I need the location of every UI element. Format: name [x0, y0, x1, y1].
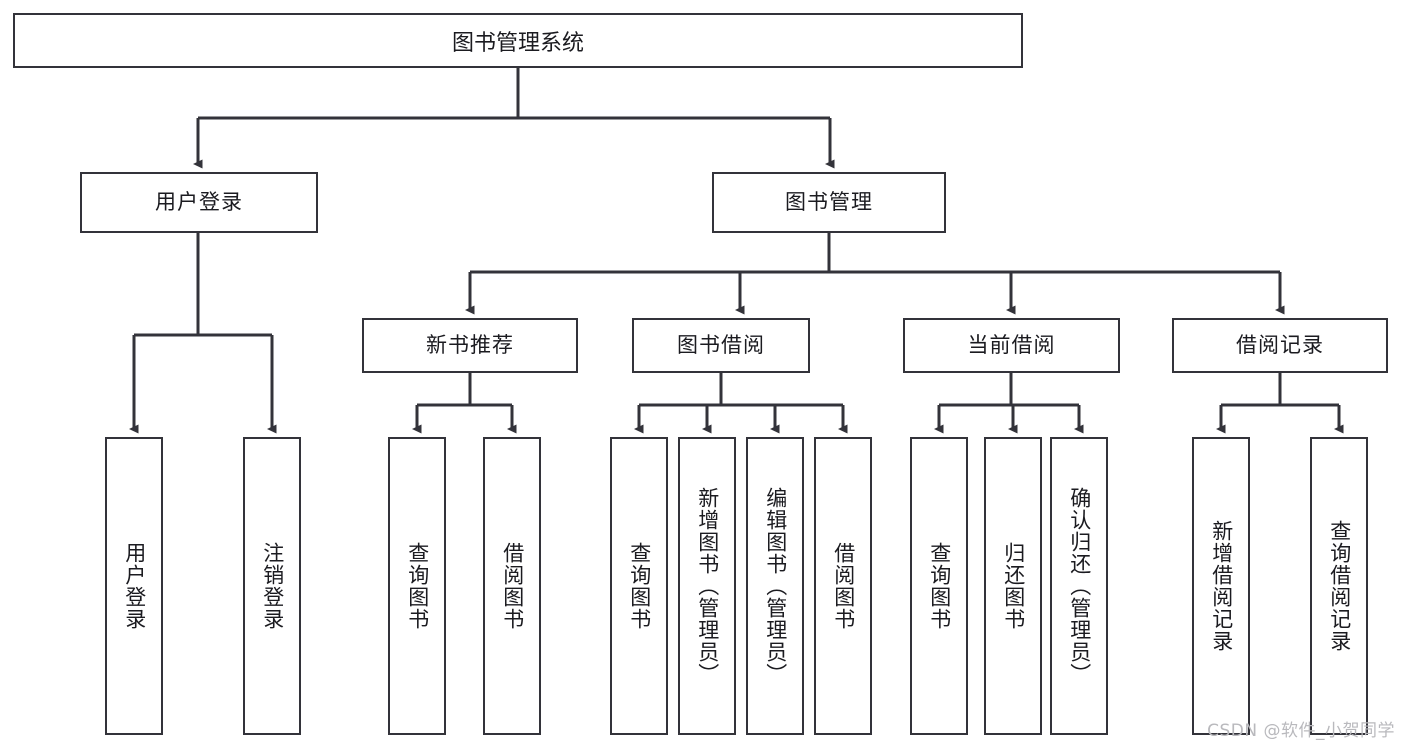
- leaf-add-book-admin[interactable]: 新增图书（管理员）: [678, 437, 736, 735]
- node-borrow-record-label: 借阅记录: [1236, 332, 1324, 357]
- node-book-management[interactable]: 图书管理: [712, 172, 946, 233]
- leaf-add-borrow-record[interactable]: 新增借阅记录: [1192, 437, 1250, 735]
- leaf-query-borrow-record[interactable]: 查询借阅记录: [1310, 437, 1368, 735]
- leaf-edit-book-admin-label: 编辑图书（管理员）: [763, 487, 788, 685]
- leaf-add-borrow-record-label: 新增借阅记录: [1209, 520, 1234, 652]
- node-root[interactable]: 图书管理系统: [13, 13, 1023, 68]
- leaf-query-book-recommend[interactable]: 查询图书: [388, 437, 446, 735]
- node-new-book-recommend-label: 新书推荐: [426, 332, 514, 357]
- node-book-borrow[interactable]: 图书借阅: [632, 318, 810, 373]
- node-book-borrow-label: 图书借阅: [677, 332, 765, 357]
- node-new-book-recommend[interactable]: 新书推荐: [362, 318, 578, 373]
- leaf-query-book-borrow-label: 查询图书: [627, 542, 652, 630]
- leaf-borrow-book-recommend-label: 借阅图书: [500, 542, 525, 630]
- leaf-user-login-label: 用户登录: [122, 542, 147, 630]
- node-user-login-label: 用户登录: [155, 189, 243, 214]
- leaf-query-book-borrow[interactable]: 查询图书: [610, 437, 668, 735]
- leaf-return-book[interactable]: 归还图书: [984, 437, 1042, 735]
- leaf-confirm-return-admin-label: 确认归还（管理员）: [1067, 487, 1092, 685]
- leaf-confirm-return-admin[interactable]: 确认归还（管理员）: [1050, 437, 1108, 735]
- leaf-query-book-current[interactable]: 查询图书: [910, 437, 968, 735]
- node-book-management-label: 图书管理: [785, 189, 873, 214]
- leaf-return-book-label: 归还图书: [1001, 542, 1026, 630]
- leaf-logout-label: 注销登录: [260, 542, 285, 630]
- leaf-borrow-book-label: 借阅图书: [831, 542, 856, 630]
- leaf-query-borrow-record-label: 查询借阅记录: [1327, 520, 1352, 652]
- leaf-query-book-recommend-label: 查询图书: [405, 542, 430, 630]
- leaf-borrow-book-recommend[interactable]: 借阅图书: [483, 437, 541, 735]
- node-root-label: 图书管理系统: [451, 30, 584, 56]
- leaf-add-book-admin-label: 新增图书（管理员）: [695, 487, 720, 685]
- node-current-borrow[interactable]: 当前借阅: [903, 318, 1120, 373]
- leaf-borrow-book[interactable]: 借阅图书: [814, 437, 872, 735]
- node-current-borrow-label: 当前借阅: [967, 332, 1056, 357]
- watermark: CSDN @软件_小贺同学: [1207, 721, 1395, 741]
- node-user-login[interactable]: 用户登录: [80, 172, 318, 233]
- leaf-query-book-current-label: 查询图书: [927, 542, 952, 630]
- leaf-logout[interactable]: 注销登录: [243, 437, 301, 735]
- leaf-edit-book-admin[interactable]: 编辑图书（管理员）: [746, 437, 804, 735]
- leaf-user-login[interactable]: 用户登录: [105, 437, 163, 735]
- node-borrow-record[interactable]: 借阅记录: [1172, 318, 1388, 373]
